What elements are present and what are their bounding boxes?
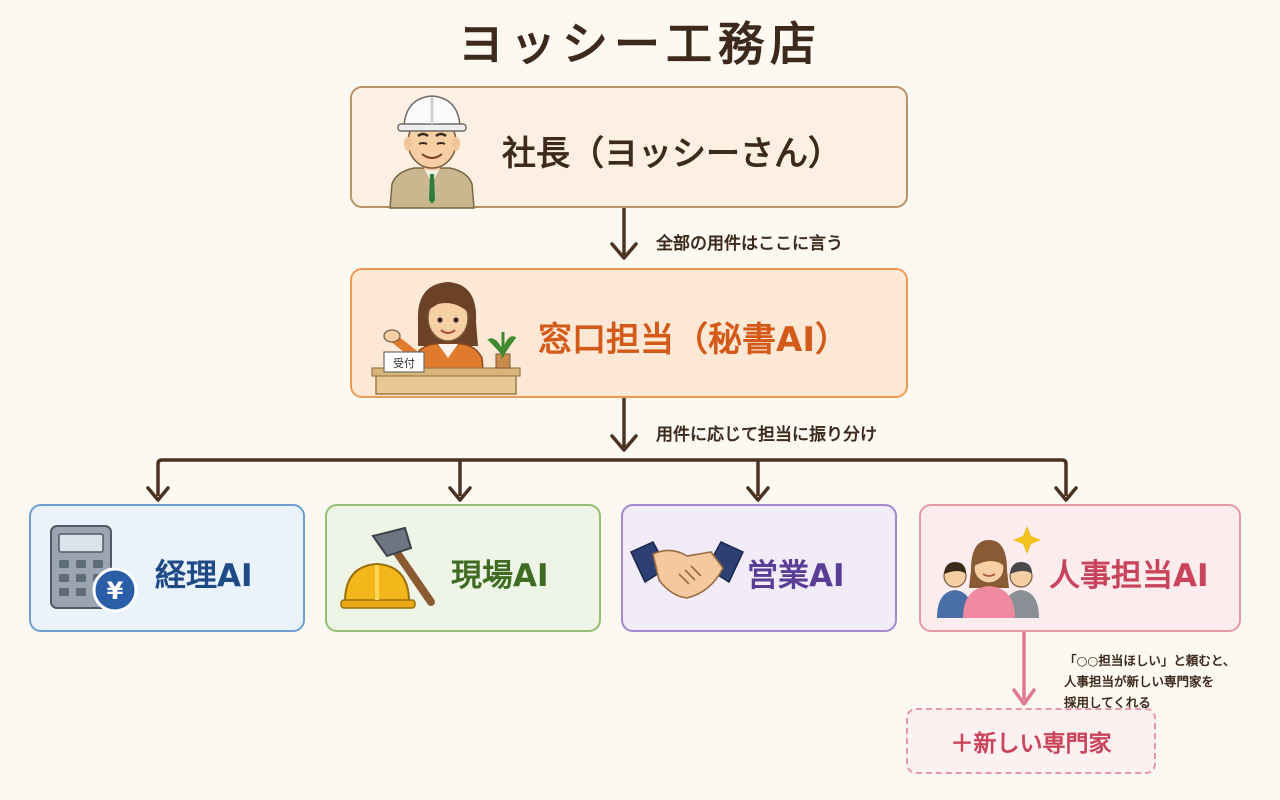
dept-accounting-box[interactable]: ¥ 経理AI [29, 504, 305, 632]
people-icon [937, 526, 1041, 618]
arrow2-text: 用件に応じて担当に振り分け [656, 425, 877, 445]
hardhat-hammer-icon [340, 526, 435, 609]
secretary-label: 窓口担当（秘書AI） [538, 320, 849, 360]
receptionist-icon: 受付 [371, 282, 521, 395]
dept-hr-box[interactable]: 人事担当AI [919, 504, 1241, 632]
hr-note-line-3: 採用してくれる [1064, 695, 1151, 710]
desk-sign-text: 受付 [393, 357, 415, 370]
dept-sales-label: 営業AI [747, 558, 845, 594]
arrow1-text: 全部の用件はここに言う [656, 234, 843, 254]
new-expert-label: ＋新しい専門家 [950, 731, 1112, 757]
hr-note: 「○○担当ほしい」と頼むと、 人事担当が新しい専門家を 採用してくれる [1064, 650, 1274, 713]
svg-text:¥: ¥ [107, 577, 124, 605]
president-construction-worker-icon [389, 95, 475, 209]
dept-site-box[interactable]: 現場AI [325, 504, 601, 632]
company-title: ヨッシー工務店 [458, 17, 822, 71]
hr-note-line-2: 人事担当が新しい専門家を [1064, 674, 1215, 689]
secretary-box[interactable]: 受付 窓口担当（秘書AI） [350, 268, 908, 398]
calculator-yen-icon: ¥ [50, 525, 138, 613]
dept-sales-box[interactable]: 営業AI [621, 504, 897, 632]
dept-site-label: 現場AI [451, 558, 549, 594]
hr-note-line-1: 「○○担当ほしい」と頼むと、 [1064, 653, 1236, 668]
president-label: 社長（ヨッシーさん） [502, 134, 842, 174]
handshake-icon [630, 541, 744, 599]
president-box[interactable]: 社長（ヨッシーさん） [350, 86, 908, 209]
new-expert-box[interactable]: ＋新しい専門家 [906, 708, 1156, 774]
dept-hr-label: 人事担当AI [1049, 558, 1209, 594]
dept-accounting-label: 経理AI [155, 558, 253, 594]
